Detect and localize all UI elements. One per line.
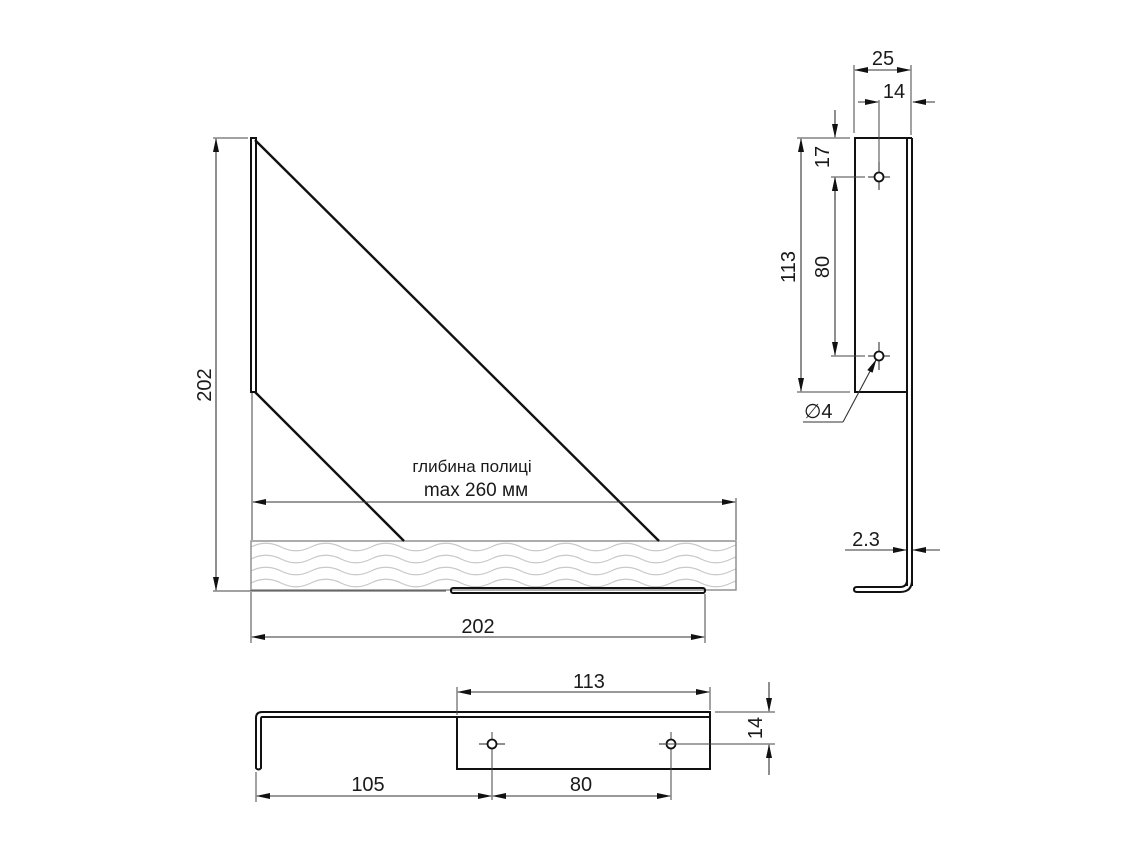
top-hole-left (479, 732, 505, 800)
dim-width-label: 202 (461, 616, 494, 638)
dim-2-3-label: 2.3 (852, 529, 880, 551)
bracket-inner-diagonal (254, 391, 405, 542)
shelf-depth-note-line2: max 260 мм (424, 480, 528, 501)
top-dim-105: 105 (255, 772, 492, 802)
top-dim-14-label: 14 (745, 717, 767, 739)
side-view: 202 глибина полиці max 260 мм 202 (194, 137, 737, 643)
dim-17-label: 17 (812, 146, 834, 168)
dim-plate-height-113: 113 (778, 138, 850, 393)
shelf-board (250, 540, 737, 591)
bracket-foot (852, 579, 913, 593)
dim-25-label: 25 (872, 48, 894, 70)
top-dim-113: 113 (456, 671, 711, 715)
dim-diameter-label: ∅4 (804, 401, 833, 423)
top-dim-80: 80 (492, 774, 671, 799)
top-dim-105-label: 105 (351, 774, 384, 796)
mount-hole-bottom (868, 342, 890, 370)
dim-width-25: 25 (853, 48, 912, 135)
bracket-outer-diagonal (254, 139, 660, 542)
dim-thickness-2-3: 2.3 (845, 529, 940, 553)
mounting-plate-top (456, 716, 711, 770)
bracket-bottom-flange (450, 587, 706, 594)
top-hole-right (659, 732, 684, 800)
bracket-vertical-flange (250, 137, 257, 393)
top-dim-113-label: 113 (573, 671, 605, 693)
top-dim-14: 14 (665, 682, 775, 775)
dim-113-label: 113 (778, 251, 800, 283)
dim-hole-spacing-80: 80 (812, 177, 865, 357)
dim-80-label: 80 (812, 256, 834, 278)
top-dim-80-label: 80 (570, 774, 592, 796)
top-view: 113 14 105 80 (255, 671, 775, 802)
shelf-depth-note-line1: глибина полиці (412, 457, 531, 476)
front-view: 25 14 17 80 113 (778, 48, 940, 593)
dim-width-202: 202 (250, 592, 706, 643)
dim-height-label: 202 (194, 368, 216, 401)
dim-height-202: 202 (194, 137, 446, 592)
bracket-top-flange (255, 711, 711, 771)
dim-14-label: 14 (883, 81, 905, 103)
dim-shelf-depth: глибина полиці max 260 мм (251, 393, 737, 540)
dim-hole-offset-14: 14 (858, 81, 935, 162)
mount-hole-top (868, 162, 890, 190)
dim-hole-diameter: ∅4 (803, 359, 877, 423)
